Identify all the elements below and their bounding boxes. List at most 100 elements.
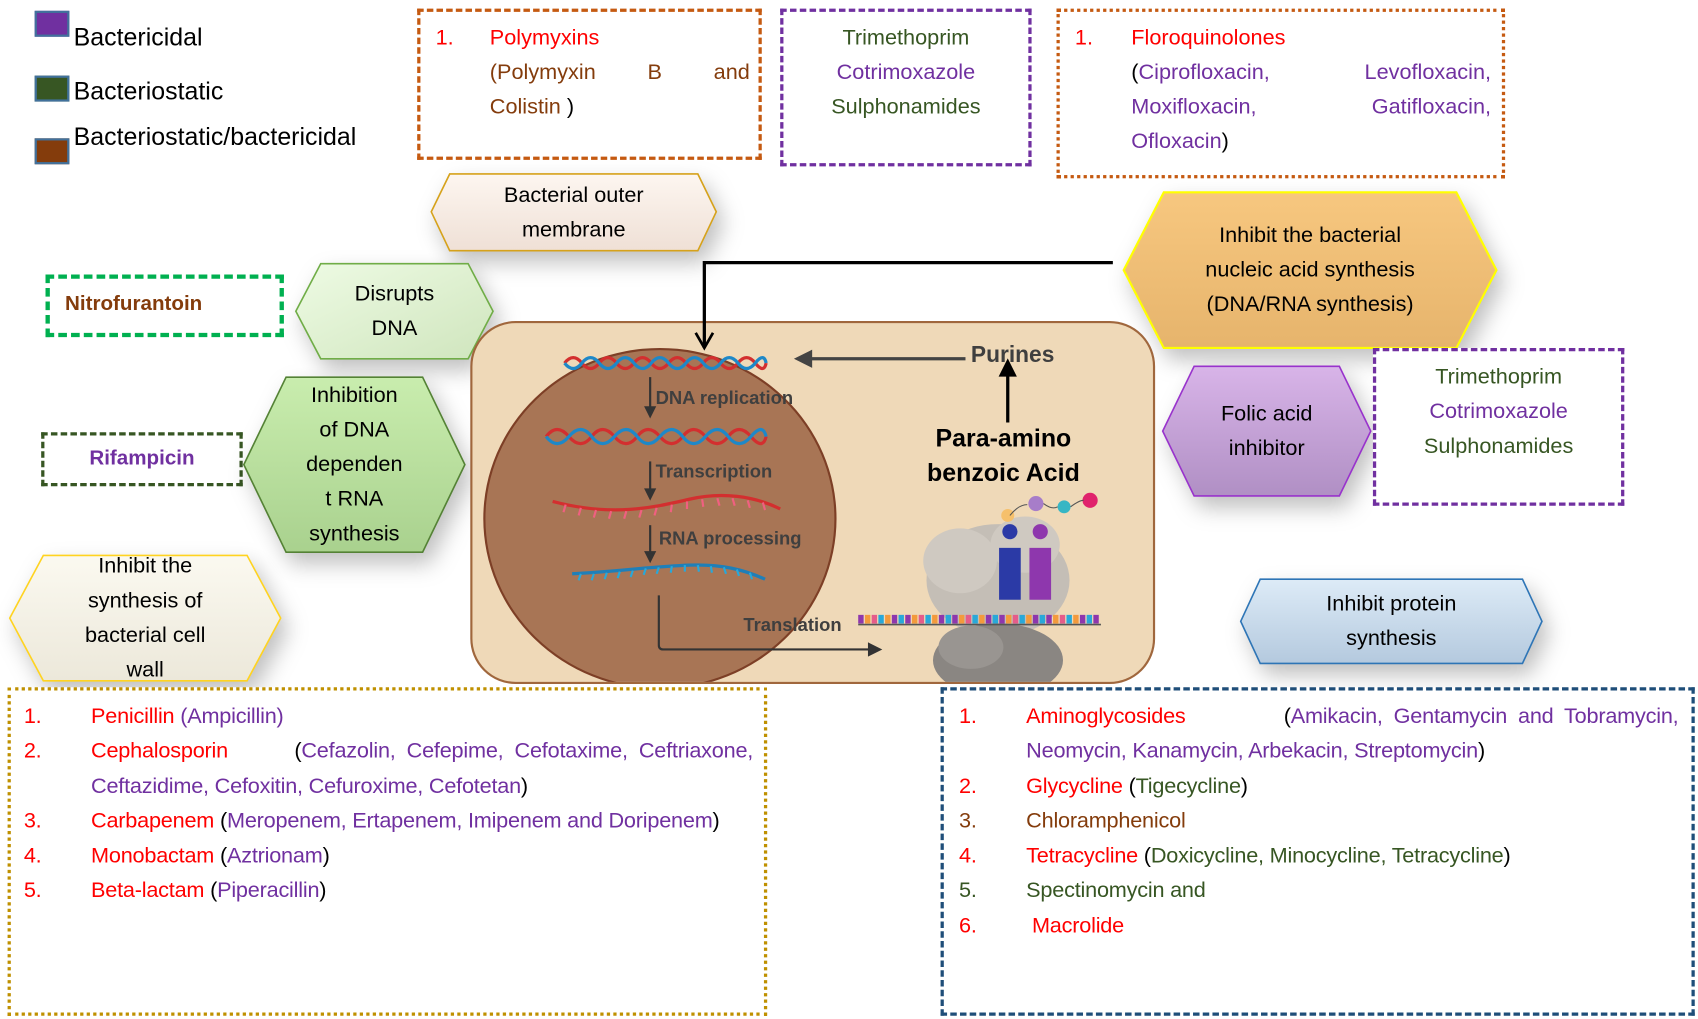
mechanism-line: Folic acid [1220,401,1313,426]
drug-sulphonamides: Sulphonamides [831,95,981,119]
codon-block [871,614,878,624]
codon-block [1019,614,1025,624]
mechanism-line: Inhibit the bacterial [1219,223,1402,248]
codon-block [1066,614,1072,624]
codon-block [965,614,972,624]
list-item: 4.Tetracycline (Doxicycline, Minocycline… [958,844,1511,868]
mechanism-line: bacterial cell [84,623,206,648]
drug-class-floroquinolones: Floroquinolones [1131,25,1286,50]
codon-block [1086,614,1093,624]
mechanism-line: inhibitor [1228,436,1305,461]
cell-graphics [544,349,1101,682]
drug-cotrimoxazole: Cotrimoxazole [836,60,976,85]
codon-block [898,614,904,624]
dna-helix-replicated-icon [544,427,768,446]
codon-block [885,614,891,624]
drug-members: Doxicycline, Minocycline, Tetracycline [1150,844,1504,868]
drug-class-beta-lactam: Beta-lactam [91,879,205,903]
drug-class-monobactam: Monobactam [91,844,215,868]
drug-rifampicin: Rifampicin [89,447,195,471]
mechanism-rna-synthesis: Inhibition of DNA dependen t RNA synthes… [242,376,466,553]
codon-block [891,614,898,624]
mechanism-line: nucleic acid synthesis [1205,258,1415,283]
mechanism-label: Bacterial outer membrane [503,183,644,242]
purines-arrow-icon [793,349,966,368]
list-item: 5.Spectinomycin and [958,879,1206,903]
codon-block [1059,614,1066,624]
drug-colistin: Colistin [489,95,561,119]
drug-ofloxacin: Ofloxacin [1131,129,1222,154]
folate-drugs-box-top: Trimethoprim Cotrimoxazole Sulphonamides [780,8,1032,167]
mechanism-line: synthesis of [87,588,203,613]
codon-block [905,614,911,624]
codon-block [1039,614,1046,624]
mechanism-line: (DNA/RNA synthesis) [1206,292,1414,317]
drug-class-polymyxins: Polymyxins [489,25,600,50]
list-item: 3.Chloramphenicol [958,809,1186,834]
list-item: 1.Penicillin (Ampicillin) [23,704,284,729]
drug-members: Cefazolin, Cefepime, Cefotaxime, Ceftria… [91,739,754,799]
mechanism-nucleic-acid: Inhibit the bacterial nucleic acid synth… [1122,191,1498,350]
list-item: 1.Aminoglycosides (Amikacin, Gentamycin … [958,704,1679,764]
processed-rna-icon [572,563,766,581]
legend-label: Bactericidal [73,22,203,51]
legend-item-bactericidal: Bactericidal [34,10,203,49]
drug-class-macrolide: Macrolide [1026,913,1124,938]
codon-block [1073,614,1079,624]
mechanism-line: of DNA [319,418,390,442]
cell-wall-drug-list: 1.Penicillin (Ampicillin) 2.Cephalospori… [24,699,753,908]
codon-block [1026,614,1032,624]
drug-cotrimoxazole: Cotrimoxazole [1429,399,1568,424]
mrna-strand-icon [552,493,781,519]
drug-ciprofloxacin: Ciprofloxacin, [1138,60,1270,85]
step-arrows [644,377,883,657]
ribosome-icon [923,492,1098,682]
codon-block [999,614,1005,624]
folate-drugs-box-right: Trimethoprim Cotrimoxazole Sulphonamides [1372,347,1625,506]
legend-item-bacteriostatic: Bacteriostatic [34,75,223,103]
mechanism-line: wall [126,658,164,682]
mechanism-line: DNA [371,316,418,341]
drug-sulphonamides: Sulphonamides [1423,434,1574,459]
paba-label: Para-amino benzoic Acid [906,420,1101,489]
drug-class-cephalosporin: Cephalosporin [91,739,228,764]
drug-members: Aztrionam [226,844,323,868]
legend-swatch-brown [34,138,70,165]
mechanism-line: synthesis [1346,626,1437,651]
codon-block [952,614,958,624]
drug-class-aminoglycosides: Aminoglycosides [1026,704,1186,729]
drug-members: Meropenem, Ertapenem, Imipenem and Dorip… [226,809,713,834]
list-number: 1. [1074,25,1094,50]
drug-nitrofurantoin: Nitrofurantoin [65,292,203,316]
drug-members: (Ampicillin) [180,704,284,729]
mechanism-line: synthesis [309,521,400,546]
step-label-translation: Translation [743,614,842,636]
mechanism-line: Inhibit protein [1326,592,1457,616]
drug-members: Amikacin, Gentamycin and Tobramycin, Neo… [1026,704,1679,764]
paba-line: Para-amino [935,423,1072,452]
codon-block [992,614,998,624]
codon-block [938,614,945,624]
protein-synthesis-drugs-box: 1.Aminoglycosides (Amikacin, Gentamycin … [940,687,1695,1016]
codon-block [979,614,985,624]
step-label-rna-processing: RNA processing [658,528,802,549]
drug-class-glycycline: Glycycline [1026,774,1123,799]
codon-block [1053,614,1059,624]
drug-trimethoprim: Trimethoprim [1435,365,1563,390]
drug-members: Piperacillin [217,879,320,903]
codon-block [945,614,951,624]
mechanism-line: t RNA [325,487,384,512]
drug-levofloxacin: Levofloxacin, [1364,60,1492,85]
step-label-dna-replication: DNA replication [655,387,794,409]
purines-label: Purines [970,342,1055,368]
drug-class-carbapenem: Carbapenem [91,809,215,834]
codon-block [958,614,965,624]
drug-text: and [713,60,750,85]
drug-class-penicillin: Penicillin [91,704,175,729]
rifampicin-box: Rifampicin [41,432,243,487]
mechanism-line: dependen [306,452,403,477]
codon-block [1032,614,1039,624]
bacterial-cell: DNA replication Transcription RNA proces… [470,320,1156,685]
legend-swatch-purple [34,10,70,37]
